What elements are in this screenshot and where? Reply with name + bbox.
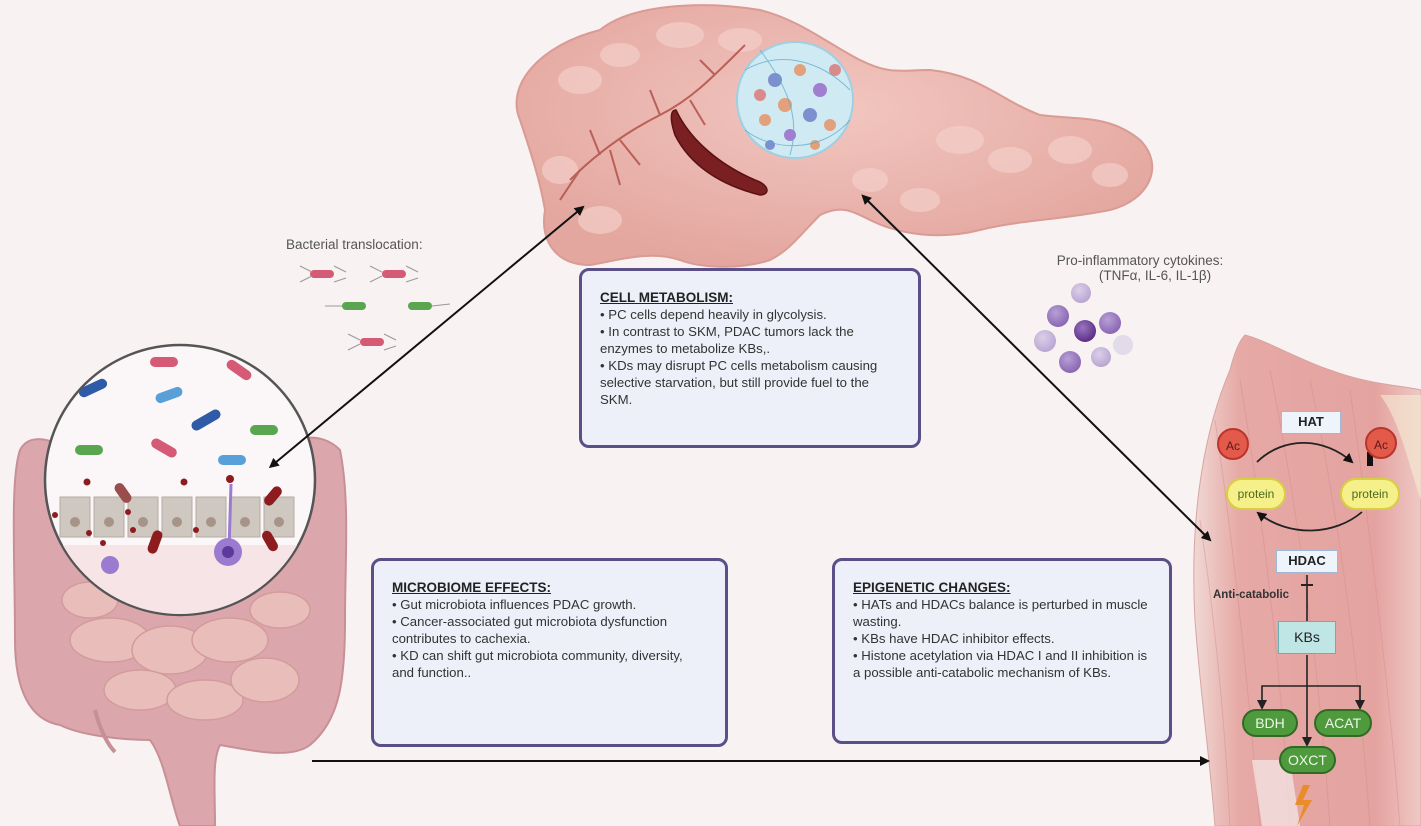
cytokines-label-line1: Pro-inflammatory cytokines:	[1056, 253, 1224, 268]
hat-arrow	[1256, 442, 1354, 464]
microbiome-effects-bullet: • KD can shift gut microbiota community,…	[392, 648, 683, 680]
cytokines-label: Pro-inflammatory cytokines: (TNFα, IL-6,…	[1040, 253, 1240, 283]
microbiome-effects-title: MICROBIOME EFFECTS:	[392, 580, 551, 595]
kbs-branches	[1261, 655, 1361, 740]
enzyme-acat: ACAT	[1314, 709, 1372, 737]
lightning-bolt-icon	[1295, 785, 1312, 826]
cell-metabolism-bullet: • In contrast to SKM, PDAC tumors lack t…	[600, 324, 854, 356]
cell-metabolism-bullet: • PC cells depend heavily in glycolysis.	[600, 307, 827, 322]
arrow-pancreas-muscle	[861, 194, 1212, 542]
pancreas-with-tumor-icon	[515, 4, 1154, 268]
acetyl-group-right: Ac	[1365, 427, 1397, 459]
epigenetic-changes-title: EPIGENETIC CHANGES:	[853, 580, 1011, 595]
cell-metabolism-title: CELL METABOLISM:	[600, 290, 733, 305]
epigenetic-changes-bullet: • KBs have HDAC inhibitor effects.	[853, 631, 1055, 646]
enzyme-bdh: BDH	[1242, 709, 1298, 737]
arrowhead-acat	[1355, 700, 1365, 710]
arrowhead-bdh	[1257, 700, 1267, 710]
cytokines-label-line2: (TNFα, IL-6, IL-1β)	[1098, 268, 1212, 283]
hat-label: HAT	[1281, 411, 1341, 434]
anti-catabolic-label: Anti-catabolic	[1213, 589, 1290, 601]
bacterial-translocation-label: Bacterial translocation:	[286, 237, 423, 252]
protein-right: protein	[1340, 478, 1400, 510]
kbs-box: KBs	[1278, 621, 1336, 654]
arrow-gut-pancreas	[268, 205, 585, 469]
arrowhead-oxct	[1302, 737, 1312, 747]
microbiome-effects-bullet: • Gut microbiota influences PDAC growth.	[392, 597, 637, 612]
enzyme-oxct: OXCT	[1279, 746, 1336, 774]
acetyl-group-left: Ac	[1217, 428, 1249, 460]
epigenetic-changes-bullet: • Histone acetylation via HDAC I and II …	[853, 648, 1148, 680]
hdac-label: HDAC	[1276, 550, 1338, 573]
gut-barrier-magnifier-icon	[43, 343, 317, 617]
epigenetic-changes-box: EPIGENETIC CHANGES: • HATs and HDACs bal…	[832, 558, 1172, 744]
cell-metabolism-bullet: • KDs may disrupt PC cells metabolism ca…	[600, 358, 878, 407]
microbiome-effects-box: MICROBIOME EFFECTS: • Gut microbiota inf…	[371, 558, 728, 747]
microbiome-effects-bullet: • Cancer-associated gut microbiota dysfu…	[392, 614, 668, 646]
cell-metabolism-box: CELL METABOLISM: • PC cells depend heavi…	[579, 268, 921, 448]
hdac-arrow	[1256, 511, 1363, 532]
epigenetic-changes-bullet: • HATs and HDACs balance is perturbed in…	[853, 597, 1148, 629]
ac-bond	[1367, 452, 1373, 466]
protein-left: protein	[1226, 478, 1286, 510]
cytokine-cluster-icon	[1034, 283, 1133, 373]
